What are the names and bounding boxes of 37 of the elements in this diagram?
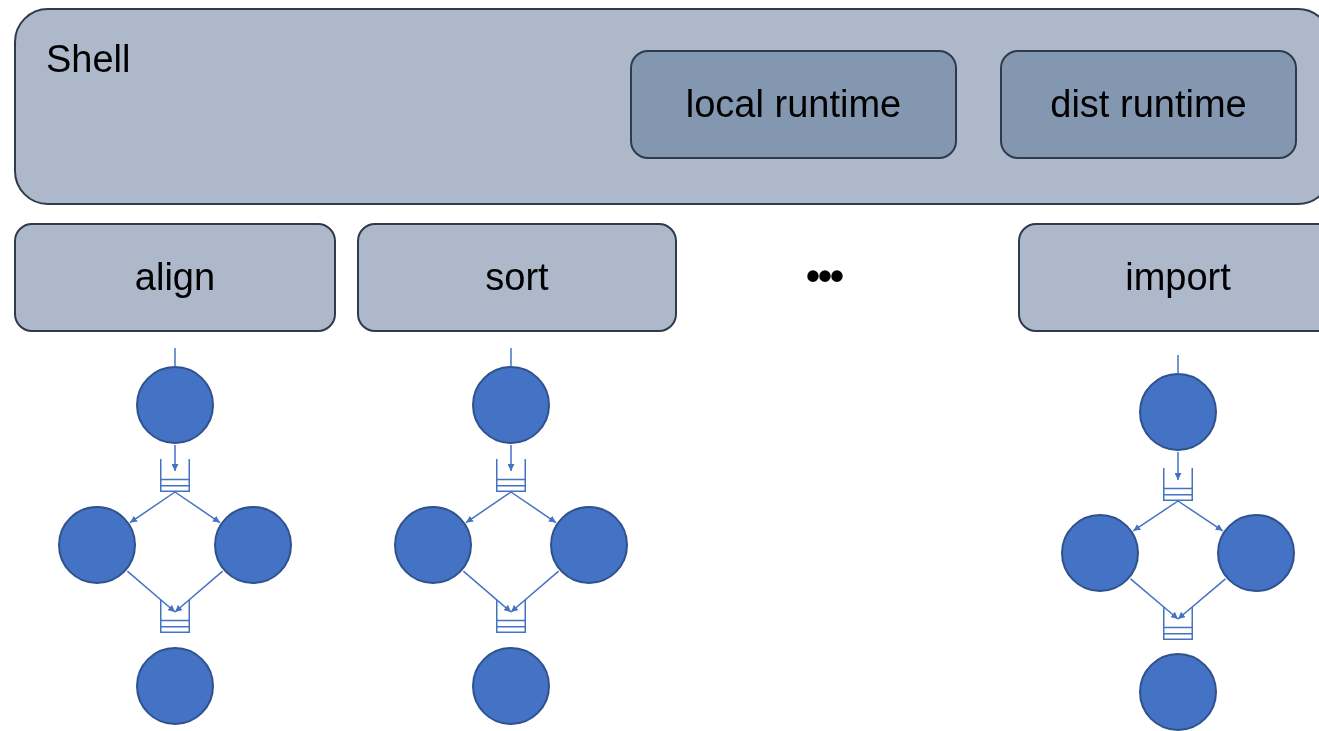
queue-icon — [496, 459, 526, 492]
ellipsis-text: ••• — [806, 254, 842, 299]
queue-icon — [1163, 607, 1193, 640]
input-line — [510, 347, 512, 368]
node-label: align — [134, 256, 216, 299]
arrow — [126, 570, 176, 613]
arrow — [465, 491, 512, 524]
node-label: local runtime — [685, 83, 902, 126]
arrow — [462, 570, 512, 613]
arrow — [174, 491, 221, 524]
queue-icon — [496, 600, 526, 633]
arrow — [1132, 500, 1179, 532]
node-label: Shell — [46, 38, 131, 81]
node-label: dist runtime — [1050, 83, 1247, 126]
queue-icon — [160, 459, 190, 492]
arrow — [510, 570, 560, 613]
arrow — [129, 491, 176, 524]
arrow — [174, 570, 224, 613]
arrow — [1174, 451, 1182, 481]
shell-panel — [14, 8, 1319, 205]
queue-icon — [1163, 468, 1193, 501]
arrow — [510, 491, 557, 524]
arrow — [507, 444, 515, 472]
operator-box — [1018, 223, 1319, 332]
runtime-box — [1000, 50, 1297, 159]
input-line — [174, 347, 176, 368]
arrow — [1177, 578, 1227, 620]
arrow — [1177, 500, 1224, 532]
node-label: sort — [485, 256, 549, 299]
operator-box — [14, 223, 336, 332]
input-line — [1177, 354, 1179, 375]
queue-icon — [160, 600, 190, 633]
runtime-box — [630, 50, 957, 159]
arrow — [171, 444, 179, 472]
operator-box — [357, 223, 677, 332]
node-label: import — [1125, 256, 1231, 299]
arrow — [1129, 578, 1179, 620]
